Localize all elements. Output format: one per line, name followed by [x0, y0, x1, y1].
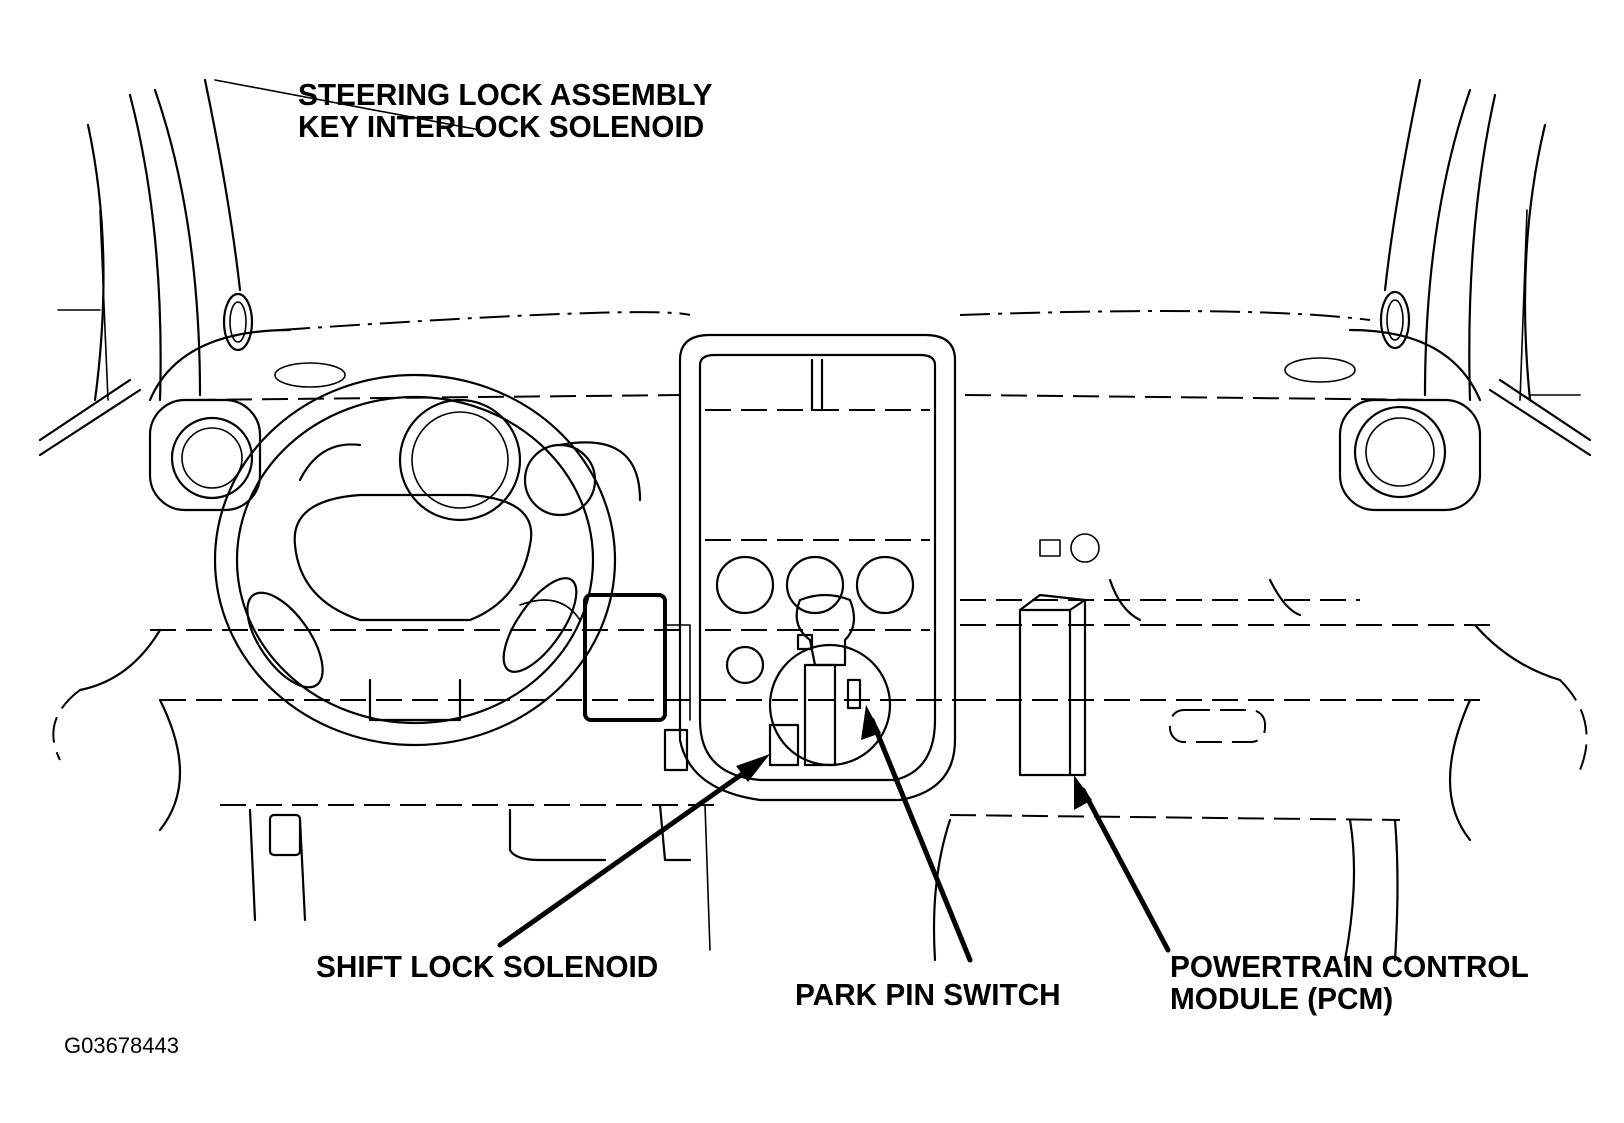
- pcm-box: [1018, 593, 1087, 777]
- steering-lock-assembly-box: [583, 593, 667, 722]
- arrow-pcm: [1074, 775, 1171, 953]
- label-steering-lock-assembly: STEERING LOCK ASSEMBLY: [298, 77, 713, 112]
- right-a-pillar: [1379, 78, 1592, 457]
- steering-wheel: [213, 373, 617, 747]
- instrument-cluster: [298, 398, 642, 522]
- arrow-park-pin-switch: [861, 705, 973, 963]
- label-key-interlock-solenoid: KEY INTERLOCK SOLENOID: [298, 109, 705, 144]
- label-shift-lock-solenoid: SHIFT LOCK SOLENOID: [316, 949, 659, 984]
- left-vent: [148, 398, 262, 512]
- right-vent: [1338, 398, 1482, 512]
- center-console: [678, 333, 957, 802]
- label-pcm-line2: MODULE (PCM): [1170, 981, 1394, 1016]
- left-a-pillar: [38, 78, 254, 457]
- shift-lever: [768, 593, 862, 767]
- label-park-pin-switch: PARK PIN SWITCH: [795, 977, 1061, 1012]
- glovebox-handle: [1169, 709, 1266, 743]
- figure-code: G03678443: [64, 1033, 179, 1058]
- label-pcm-line1: POWERTRAIN CONTROL: [1170, 949, 1529, 984]
- arrow-shift-lock-solenoid: [497, 754, 770, 948]
